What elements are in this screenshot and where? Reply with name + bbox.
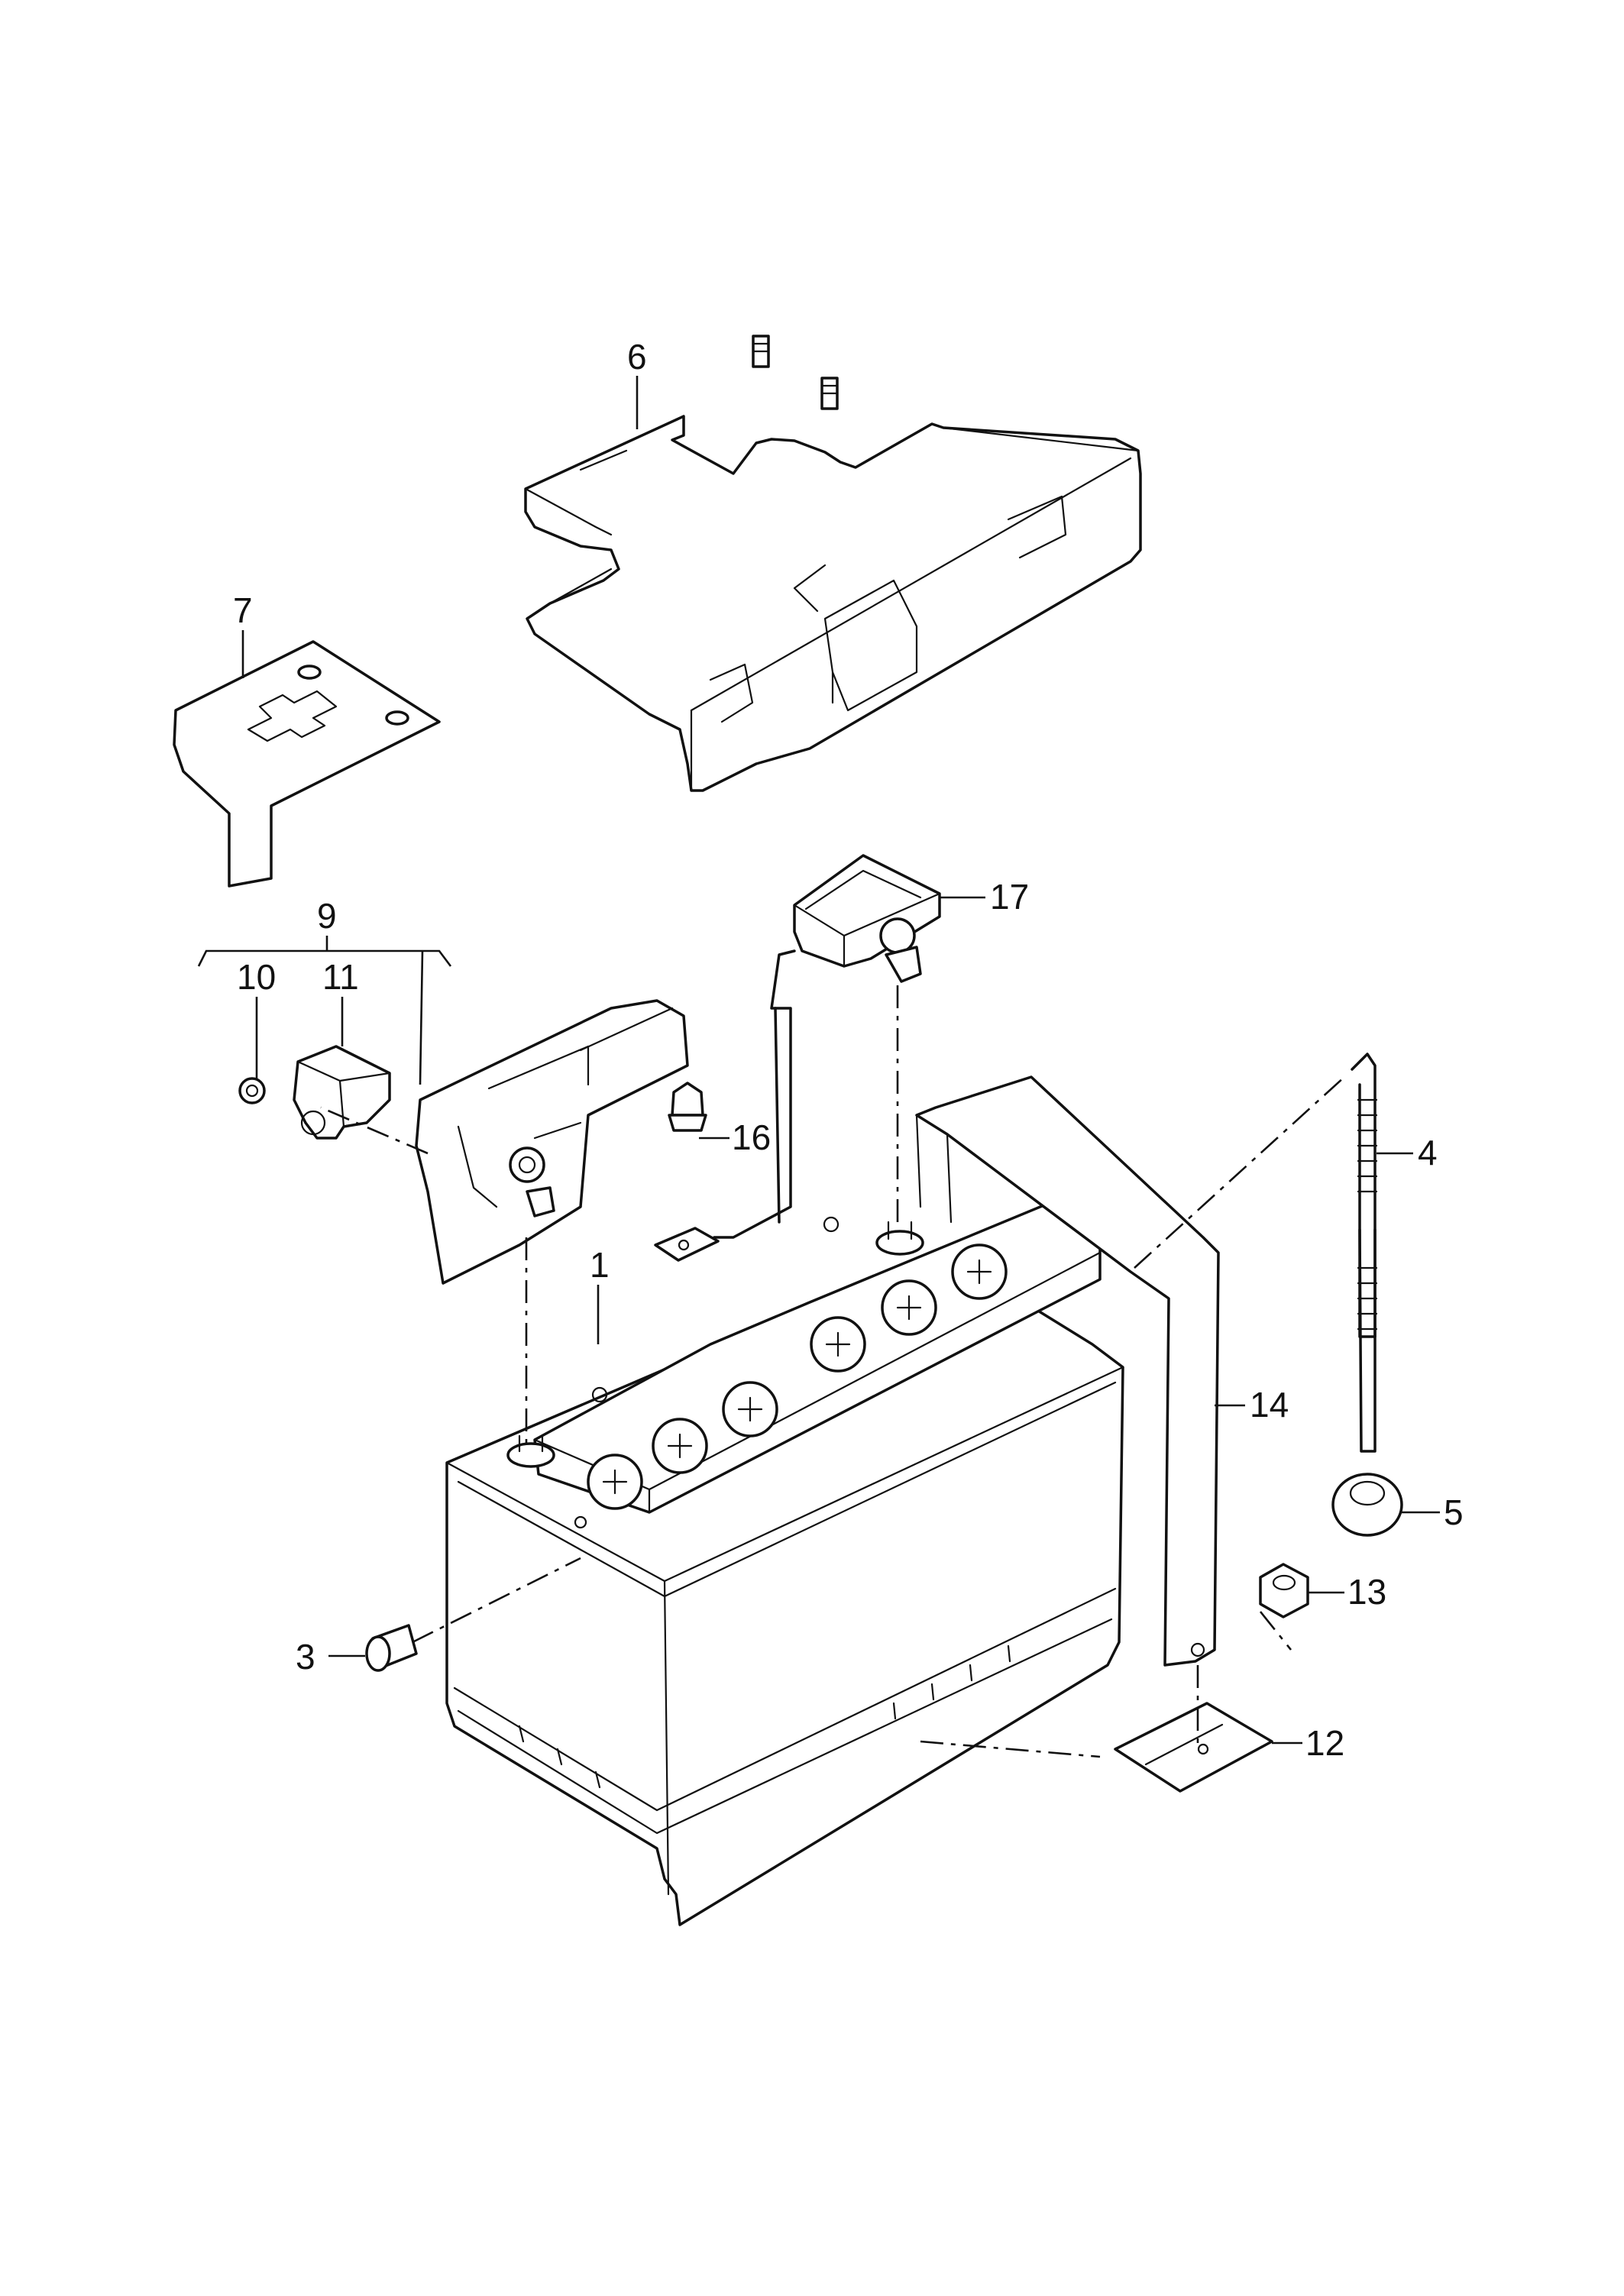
grommet-part: [1331, 1473, 1403, 1537]
callout-13: 13: [1347, 1572, 1386, 1612]
terminal-assembly-part: [415, 999, 689, 1285]
callout-6: 6: [627, 337, 647, 377]
battery-cover-part: [524, 335, 1142, 792]
hold-down-bracket-part: [915, 1075, 1220, 1667]
retaining-plate-part: [1114, 1702, 1273, 1793]
callout-3: 3: [296, 1637, 315, 1677]
vent-hose-part: [1351, 1053, 1378, 1453]
callout-17: 17: [990, 877, 1029, 917]
hex-nut-part-13: [1259, 1563, 1309, 1619]
callout-14: 14: [1250, 1385, 1289, 1424]
callout-1: 1: [590, 1245, 610, 1285]
positive-cable-part: [713, 854, 941, 1239]
callout-16: 16: [732, 1117, 771, 1157]
battery-sensor-part: [293, 1045, 391, 1140]
callout-4: 4: [1418, 1133, 1438, 1172]
callout-10: 10: [237, 957, 276, 997]
battery-part: [445, 1190, 1124, 1926]
hex-nut-part-10: [238, 1077, 266, 1104]
assembly-guide-lines: [320, 985, 1345, 1758]
screw-part-16: [654, 1082, 720, 1262]
positive-terminal-cap-part: [173, 640, 441, 888]
callout-9: 9: [317, 896, 337, 936]
callout-leader-lines: [197, 376, 1440, 1745]
callout-7: 7: [233, 590, 253, 630]
callout-11: 11: [322, 957, 359, 997]
callout-12: 12: [1305, 1723, 1344, 1763]
vent-plug-part: [365, 1624, 418, 1672]
callout-labels: 6 7 9 10 11 1 16 17 4 14 5 13 12 3: [233, 337, 1464, 1763]
callout-5: 5: [1444, 1492, 1464, 1532]
